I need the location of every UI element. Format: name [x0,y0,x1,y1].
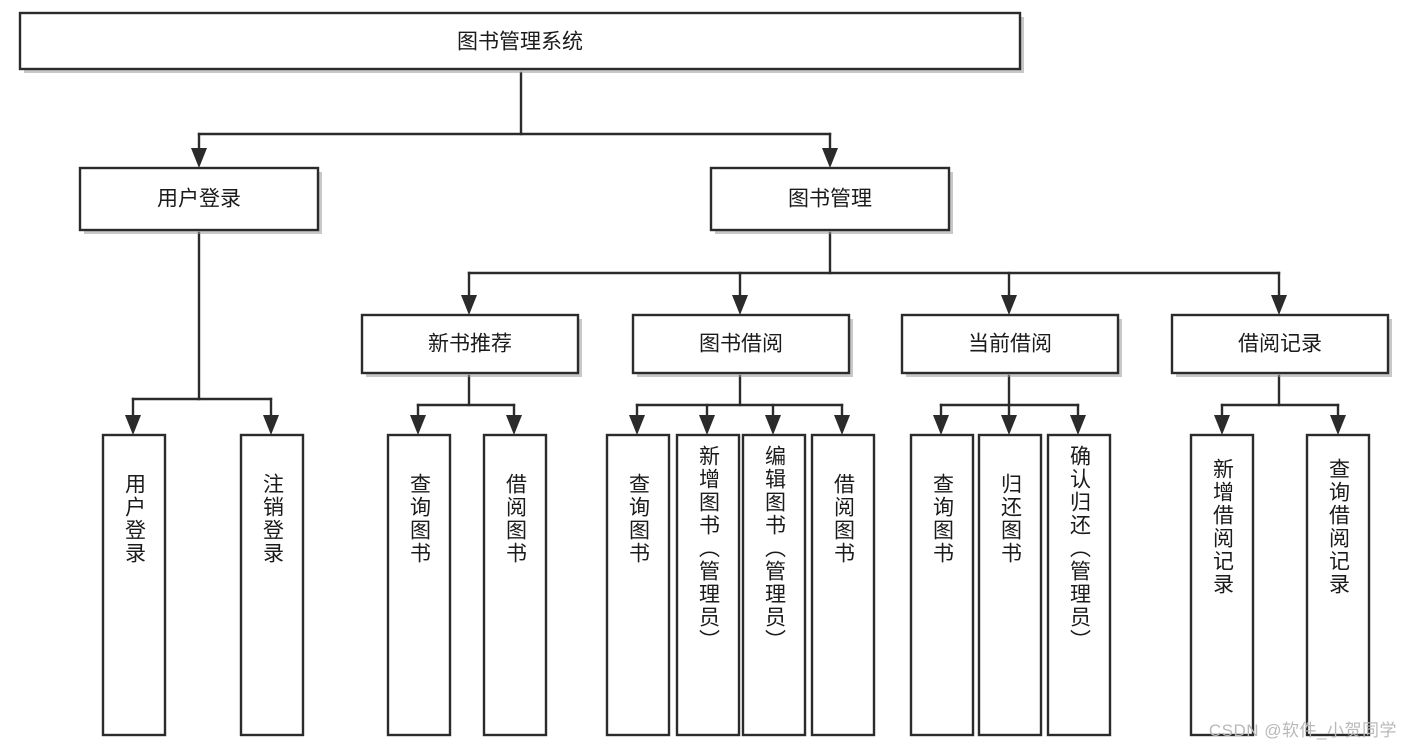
node-leaf1-box [101,433,167,737]
node-borrow-label: 图书借阅 [699,333,783,356]
node-leaf4-label: 借阅图书 [504,473,528,565]
arrow-leaf10 [1001,415,1017,435]
node-leaf2[interactable]: 注销登录 [239,433,305,737]
node-leaf6-label: 新增图书（管理员） [697,445,721,652]
node-login-label: 用户登录 [157,188,241,211]
node-current-box [900,313,1120,375]
arrow-current [1001,295,1017,315]
node-leaf12-label: 新增借阅记录 [1211,458,1235,596]
arrow-leaf11 [1070,415,1086,435]
arrow-leaf2 [263,415,279,435]
node-newbook[interactable]: 新书推荐 [360,313,582,377]
arrow-leaf7 [765,415,781,435]
node-leaf1-label: 用户登录 [123,473,147,565]
node-leaf2-label: 注销登录 [261,473,285,565]
arrow-leaf8 [834,415,850,435]
node-leaf11-label: 确认归还（管理员） [1068,445,1092,652]
arrow-leaf13 [1330,415,1346,435]
arrow-login [191,148,207,168]
node-leaf8-label: 借阅图书 [832,473,856,565]
node-leaf3-box [386,433,452,737]
node-bookmgmt-label: 图书管理 [788,188,872,211]
node-leaf4-box [482,433,548,737]
node-leaf7[interactable]: 编辑图书（管理员） [741,433,807,737]
node-bookmgmt[interactable]: 图书管理 [709,166,953,234]
node-leaf13[interactable]: 查询借阅记录 [1305,433,1371,737]
node-leaf10-label: 归还图书 [999,473,1023,565]
node-leaf10[interactable]: 归还图书 [977,433,1043,737]
node-leaf8[interactable]: 借阅图书 [810,433,876,737]
node-root-box [18,11,1022,71]
csdn-watermark: CSDN @软件_小贺同学 [1208,721,1397,740]
node-borrow[interactable]: 图书借阅 [631,313,853,377]
node-leaf12-box [1189,433,1255,737]
node-leaf13-box [1305,433,1371,737]
node-leaf13-label: 查询借阅记录 [1327,458,1351,596]
node-leaf6-box [675,433,741,737]
node-leaf9-label: 查询图书 [931,473,955,565]
node-leaf11-box [1046,433,1112,737]
node-leaf9-box [909,433,975,737]
arrow-leaf12 [1214,415,1230,435]
node-leaf6[interactable]: 新增图书（管理员） [675,433,741,737]
node-newbook-box [360,313,580,375]
arrow-leaf1 [125,415,141,435]
arrow-leaf9 [933,415,949,435]
node-leaf7-label: 编辑图书（管理员） [763,445,787,652]
node-login[interactable]: 用户登录 [78,166,322,234]
arrow-leaf6 [699,415,715,435]
node-leaf1[interactable]: 用户登录 [101,433,167,737]
arrow-records [1271,295,1287,315]
node-current[interactable]: 当前借阅 [900,313,1122,377]
arrow-newbook [461,295,477,315]
node-records[interactable]: 借阅记录 [1170,313,1392,377]
arrow-bookmgmt [822,148,838,168]
node-root[interactable]: 图书管理系统 [18,11,1024,73]
node-leaf5-label: 查询图书 [627,473,651,565]
node-root-label: 图书管理系统 [457,31,583,54]
node-leaf10-box [977,433,1043,737]
arrow-leaf3 [410,415,426,435]
node-leaf2-box [239,433,305,737]
node-leaf12[interactable]: 新增借阅记录 [1189,433,1255,737]
node-leaf11[interactable]: 确认归还（管理员） [1046,433,1112,737]
arrow-leaf4 [506,415,522,435]
node-leaf8-box [810,433,876,737]
node-leaf9[interactable]: 查询图书 [909,433,975,737]
node-bookmgmt-box [709,166,951,232]
node-records-box [1170,313,1390,375]
arrow-leaf5 [629,415,645,435]
node-leaf7-box [741,433,807,737]
node-borrow-box [631,313,851,375]
node-leaf5[interactable]: 查询图书 [605,433,671,737]
connector-group [125,71,1346,435]
node-current-label: 当前借阅 [968,333,1052,356]
arrow-borrow [732,295,748,315]
node-leaf3-label: 查询图书 [408,473,432,565]
node-leaf5-box [605,433,671,737]
node-records-label: 借阅记录 [1238,333,1322,356]
node-leaf4[interactable]: 借阅图书 [482,433,548,737]
node-leaf3[interactable]: 查询图书 [386,433,452,737]
node-login-box [78,166,320,232]
node-newbook-label: 新书推荐 [428,333,512,356]
